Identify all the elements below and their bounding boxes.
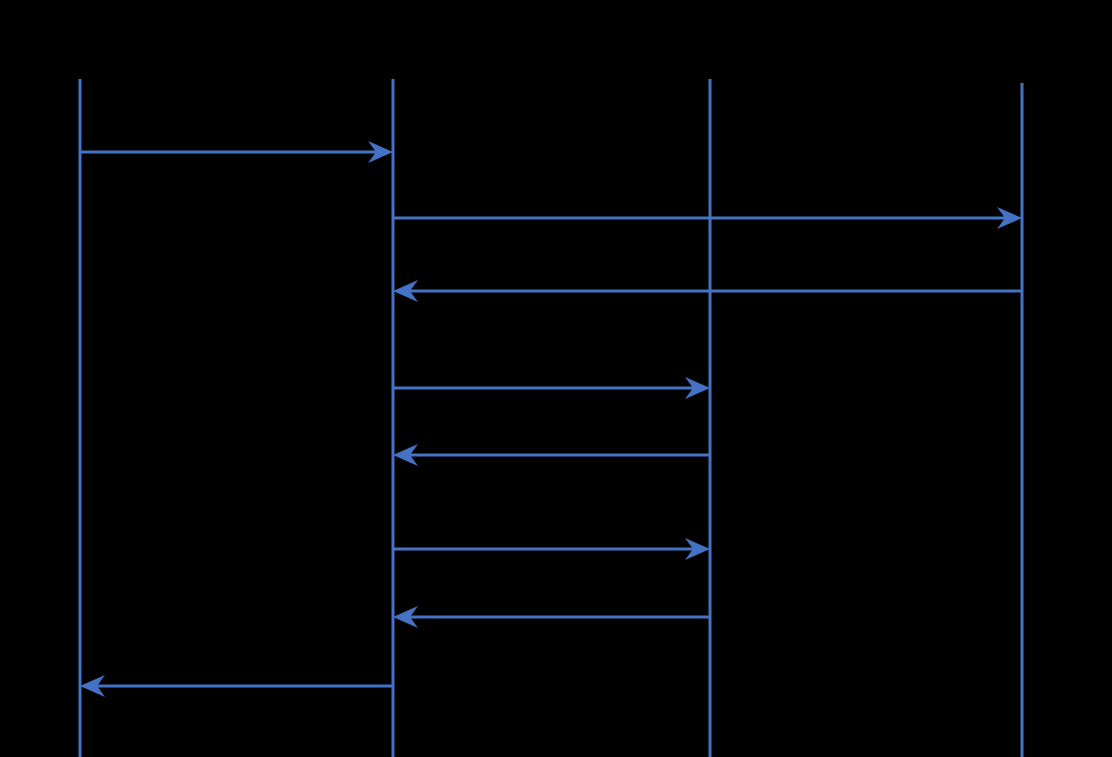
message-7 xyxy=(393,606,710,628)
message-5 xyxy=(393,444,710,466)
message-5-arrowhead-icon xyxy=(393,444,418,466)
message-6 xyxy=(393,538,710,560)
message-8-arrowhead-icon xyxy=(80,675,105,697)
message-7-arrowhead-icon xyxy=(393,606,418,628)
message-2 xyxy=(393,207,1022,229)
message-2-arrowhead-icon xyxy=(997,207,1022,229)
message-4-arrowhead-icon xyxy=(685,377,710,399)
message-8 xyxy=(80,675,393,697)
message-3-arrowhead-icon xyxy=(393,280,418,302)
message-1 xyxy=(80,141,393,163)
message-3 xyxy=(393,280,1022,302)
message-1-arrowhead-icon xyxy=(368,141,393,163)
message-4 xyxy=(393,377,710,399)
message-6-arrowhead-icon xyxy=(685,538,710,560)
